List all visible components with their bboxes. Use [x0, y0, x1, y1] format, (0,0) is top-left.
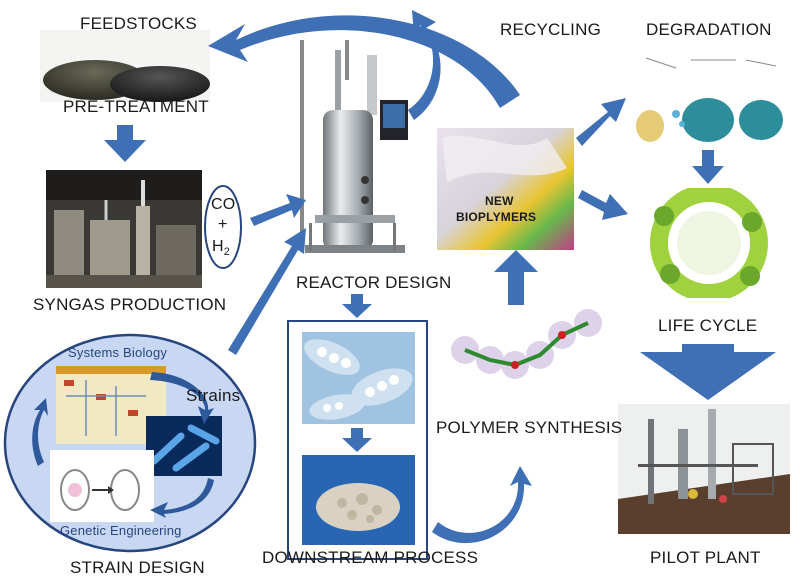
arrow-bioplymers-to-degradation [576, 98, 626, 146]
co-label: CO [211, 196, 236, 213]
reactor-graphic [300, 40, 408, 253]
arrow-recycling [208, 15, 520, 108]
pilot-plant-graphic [618, 404, 790, 534]
recycling-label: RECYCLING [500, 20, 601, 39]
arrow-pretreatment-to-syngas [104, 125, 146, 162]
arrow-polymer-to-bioplymers [494, 250, 538, 305]
new-bioplymers-image [437, 128, 574, 250]
genetic-engineering-graphic [50, 450, 154, 522]
life-cycle-graphic [650, 188, 768, 298]
polymer-synthesis-label: POLYMER SYNTHESIS [436, 418, 623, 437]
arrow-strain-cycle-left [32, 398, 48, 466]
arrow-granules-to-powder [342, 428, 372, 452]
feedstock-piles-graphic [40, 30, 210, 102]
granules-micrograph [302, 332, 415, 424]
new-bioplymers-label-line1: NEW [485, 194, 514, 208]
arrow-strain-to-reactor [228, 228, 306, 355]
syngas-equipment-graphic [46, 170, 202, 288]
h2-subscript: 2 [223, 246, 231, 259]
plus-label: + [218, 216, 228, 233]
downstream-process-label: DOWNSTREAM PROCESS [262, 548, 479, 567]
life-cycle-image [632, 188, 787, 298]
genetic-engineering-image [50, 450, 154, 522]
feedstocks-image [40, 30, 210, 102]
pilot-plant-image [618, 404, 790, 534]
h2-label: H2 [212, 238, 230, 258]
powder-photo [302, 455, 415, 545]
pilot-plant-label: PILOT PLANT [650, 548, 761, 567]
arrow-strain-cycle-top [150, 372, 214, 424]
degradation-image [636, 46, 786, 146]
arrow-lifecycle-to-pilotplant [640, 344, 776, 400]
degradation-graphic [636, 46, 786, 146]
arrow-reactor-loop [408, 10, 441, 120]
arrow-bioplymers-to-lifecycle [578, 190, 628, 220]
strains-micrograph [146, 416, 222, 476]
arrow-degradation-to-lifecycle [692, 150, 724, 184]
powder-graphic [302, 455, 415, 545]
granules-graphic [302, 332, 415, 424]
life-cycle-label: LIFE CYCLE [658, 316, 758, 335]
arrow-reactor-to-downstream [342, 294, 372, 318]
bioplymer-film-graphic [437, 128, 574, 250]
arrow-downstream-to-polymer [432, 466, 532, 544]
pretreatment-label: PRE-TREATMENT [63, 97, 209, 116]
polymer-molecule-graphic [451, 309, 602, 379]
arrow-strain-cycle-right [150, 478, 214, 518]
arrow-gas-to-reactor [250, 194, 306, 226]
new-bioplymers-label-line2: BIOPLYMERS [456, 210, 537, 224]
strain-design-label: STRAIN DESIGN [70, 558, 205, 577]
degradation-label: DEGRADATION [646, 20, 772, 39]
feedstocks-label: FEEDSTOCKS [80, 14, 197, 33]
syngas-plant-image [46, 170, 202, 288]
co-h2-ellipse [204, 185, 242, 269]
strains-label: Strains [186, 386, 241, 405]
reactor-design-label: REACTOR DESIGN [296, 273, 452, 292]
syngas-production-label: SYNGAS PRODUCTION [33, 295, 227, 314]
systems-biology-label: Systems Biology [68, 345, 168, 360]
reactor-image [285, 40, 410, 260]
h-label: H [212, 238, 224, 255]
genetic-engineering-label: Genetic Engineering [60, 523, 182, 538]
strains-graphic [146, 416, 222, 476]
